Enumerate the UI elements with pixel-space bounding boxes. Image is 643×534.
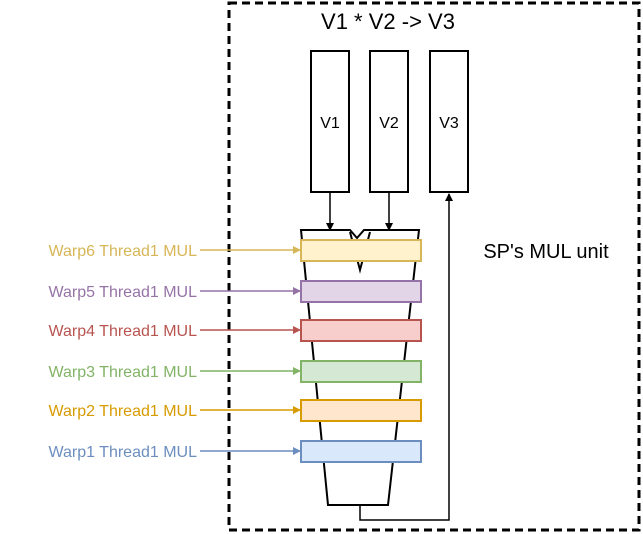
pipeline-stage-warp6: Warp6 Thread1 MUL bbox=[48, 239, 422, 262]
register-label: V1 bbox=[320, 115, 340, 132]
sp-mul-unit-label: SP's MUL unit bbox=[483, 241, 609, 263]
register-v2: V2 bbox=[369, 50, 409, 193]
pipeline-stage-warp2: Warp2 Thread1 MUL bbox=[48, 399, 422, 422]
stage-box bbox=[300, 280, 422, 303]
pipeline-stage-warp5: Warp5 Thread1 MUL bbox=[48, 280, 422, 303]
stage-box bbox=[300, 399, 422, 422]
stage-label: Warp6 Thread1 MUL bbox=[48, 243, 197, 260]
register-v1: V1 bbox=[310, 50, 350, 193]
register-label: V2 bbox=[379, 115, 399, 132]
register-v3: V3 bbox=[429, 50, 469, 193]
stage-label: Warp1 Thread1 MUL bbox=[48, 444, 197, 461]
pipeline-stage-warp4: Warp4 Thread1 MUL bbox=[48, 319, 422, 342]
stage-label: Warp4 Thread1 MUL bbox=[48, 323, 197, 340]
stage-box bbox=[300, 440, 422, 463]
register-label: V3 bbox=[439, 115, 459, 132]
stage-box bbox=[300, 239, 422, 262]
result-arrow-to-v3 bbox=[359, 193, 453, 521]
stage-label: Warp2 Thread1 MUL bbox=[48, 403, 197, 420]
stage-label: Warp3 Thread1 MUL bbox=[48, 364, 197, 381]
pipeline-stage-warp1: Warp1 Thread1 MUL bbox=[48, 440, 422, 463]
stage-box bbox=[300, 360, 422, 383]
stage-label: Warp5 Thread1 MUL bbox=[48, 284, 197, 301]
stage-box bbox=[300, 319, 422, 342]
diagram-title: V1 * V2 -> V3 bbox=[321, 9, 455, 34]
pipeline-stage-warp3: Warp3 Thread1 MUL bbox=[48, 360, 422, 383]
